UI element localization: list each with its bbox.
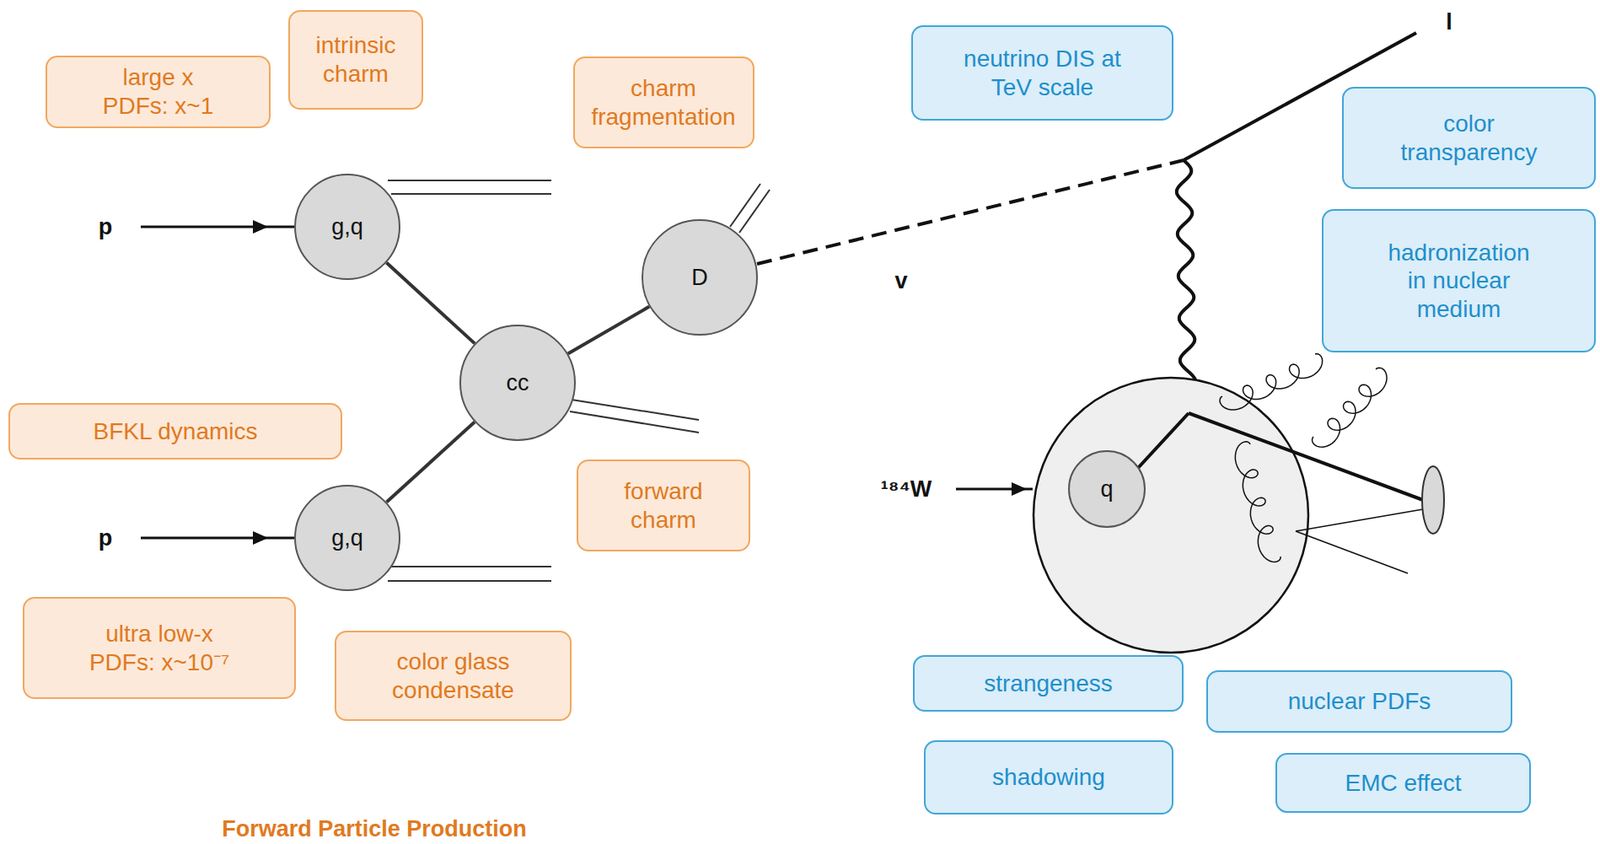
node-text: intrinsic charm <box>300 31 411 88</box>
hadron-line <box>1295 531 1408 574</box>
connector-line <box>568 306 650 355</box>
topic-box: large x PDFs: x~1 <box>45 55 271 129</box>
arrow-head <box>1011 482 1027 496</box>
connector <box>386 263 475 344</box>
topic-box: strangeness <box>912 655 1184 712</box>
particle-label: v <box>894 268 908 295</box>
topic-box: EMC effect <box>1275 752 1531 813</box>
hadron-blob <box>1422 466 1445 534</box>
topic-box: BFKL dynamics <box>8 402 343 460</box>
node-text: large x PDFs: x~1 <box>95 63 222 120</box>
boson-line <box>1176 160 1197 414</box>
beam-label: p <box>98 525 113 552</box>
remnant-line <box>571 399 699 420</box>
arrow-head <box>252 220 269 234</box>
node-text: D <box>691 263 709 291</box>
node-text: BFKL dynamics <box>92 417 258 446</box>
process-circle: cc <box>459 324 576 441</box>
remnant-line <box>730 183 761 227</box>
remnant-line <box>739 189 770 233</box>
node-text: color glass condensate <box>369 647 538 704</box>
connector <box>568 306 650 355</box>
node-text: EMC effect <box>1345 768 1462 798</box>
node-text: q <box>1100 475 1113 503</box>
remnant-line <box>391 565 552 568</box>
gluon <box>1219 354 1323 410</box>
topic-box: intrinsic charm <box>288 10 424 110</box>
node-text: ultra low-x PDFs: x~10⁻⁷ <box>79 619 240 677</box>
process-circle: g,q <box>294 484 401 591</box>
beam-label: ¹⁸⁴W <box>880 476 933 503</box>
topic-box: neutrino DIS at TeV scale <box>911 25 1174 121</box>
node-text: charm fragmentation <box>585 74 742 131</box>
particle-label: l <box>1445 9 1453 36</box>
node-text: neutrino DIS at TeV scale <box>945 44 1140 102</box>
node-text: strangeness <box>983 669 1113 698</box>
beam-line <box>140 225 295 229</box>
node-text: color transparency <box>1389 109 1550 167</box>
beam-label: p <box>98 214 113 241</box>
process-circle: D <box>641 219 758 336</box>
process-circle: g,q <box>294 173 401 280</box>
quark-line <box>1188 413 1423 500</box>
remnant-line <box>569 411 699 433</box>
topic-box: ultra low-x PDFs: x~10⁻⁷ <box>22 596 296 699</box>
topic-box: color transparency <box>1342 86 1596 189</box>
remnant-line <box>387 179 552 182</box>
hadron-line <box>1295 509 1423 532</box>
beam-line <box>140 536 295 540</box>
node-text: g,q <box>331 213 364 241</box>
topic-box: forward charm <box>576 459 751 552</box>
node-text: g,q <box>331 524 364 552</box>
gluon <box>1234 441 1281 563</box>
topic-box: charm fragmentation <box>573 56 755 149</box>
node-text: shadowing <box>992 762 1106 792</box>
topic-box: hadronization in nuclear medium <box>1321 209 1596 353</box>
quark-line <box>1138 413 1189 468</box>
gluon <box>1312 367 1388 447</box>
node-text: hadronization in nuclear medium <box>1376 238 1541 324</box>
process-circle: q <box>1068 450 1146 528</box>
topic-box: color glass condensate <box>334 630 572 721</box>
connector-line <box>386 263 475 344</box>
arrow-head <box>252 531 269 545</box>
section-title: Forward Particle Production <box>221 816 527 843</box>
neutrino-line <box>757 160 1184 264</box>
node-text: forward charm <box>608 477 719 534</box>
topic-box: nuclear PDFs <box>1206 670 1513 733</box>
node-text: nuclear PDFs <box>1288 687 1432 716</box>
nucleus <box>1033 377 1309 653</box>
remnant-line <box>391 193 552 195</box>
remnant-line <box>387 579 552 582</box>
topic-box: shadowing <box>923 740 1174 815</box>
connector <box>386 421 475 502</box>
node-text: cc <box>506 369 530 397</box>
connector-line <box>386 421 475 502</box>
